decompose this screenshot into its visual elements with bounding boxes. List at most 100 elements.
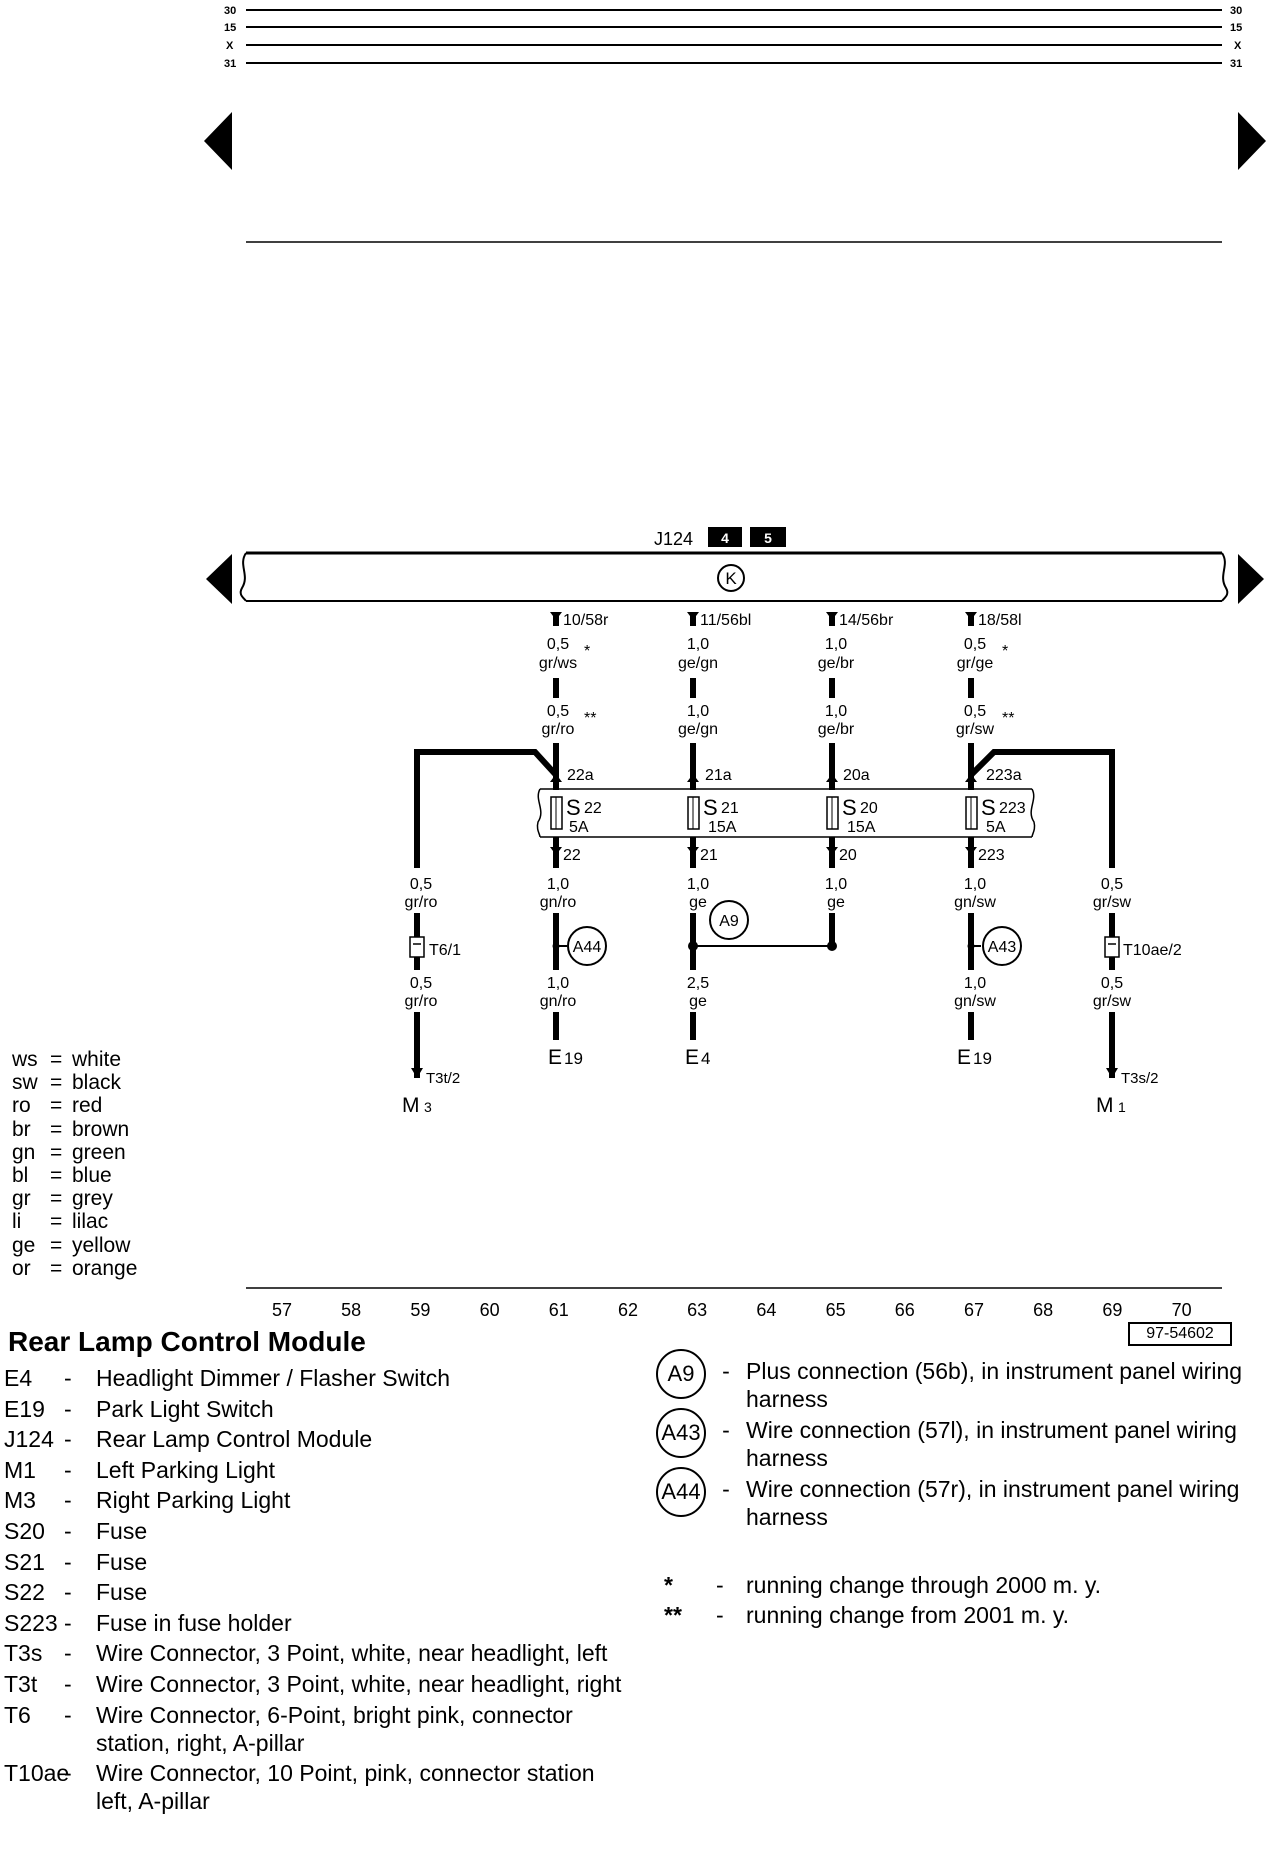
component-desc: Wire Connector, 10 Point, pink, connecto… [96,1760,595,1815]
component-desc: Fuse [96,1579,148,1606]
component-code: T3s [4,1640,43,1667]
a44-label: A44 [573,939,602,956]
ground-symbol-label: K [725,569,737,588]
pin-label-14: 14/56br [839,612,894,629]
connection-desc: Plus connection (56b), in instrument pan… [746,1358,1243,1412]
bus-label-15-left: 15 [224,22,236,34]
color-legend-row: gn=green [12,1141,192,1164]
component-code: J124 [4,1426,54,1453]
w1-up-gauge: 0,5 [547,636,569,653]
separator: - [64,1579,72,1606]
fuse-s22-amp: 5A [569,819,589,836]
w3-up-gauge: 1,0 [825,636,847,653]
page-ref-box-4 [708,527,742,547]
e19r-component: E [957,1046,971,1069]
bus-label-15-right: 15 [1230,22,1242,34]
m3-component-sub: 3 [424,1099,432,1115]
component-code: E19 [4,1395,45,1422]
color-abbr: br [12,1117,31,1141]
connection-row: A43-Wire connection (57l), in instrument… [656,1408,1256,1475]
color-abbr: gn [12,1140,36,1164]
e4-gauge-2: 2,5 [687,975,709,992]
a43-label: A43 [988,939,1017,956]
separator: - [64,1487,72,1514]
component-desc: Left Parking Light [96,1456,276,1483]
color-legend-row: sw=black [12,1071,192,1094]
pin-label-11: 11/56bl [700,612,751,629]
next-page-arrow-icon[interactable] [1238,112,1266,170]
fuse-inputs: 22a 21a 20a 223a [414,743,1115,868]
w3-low-color: ge/br [818,721,855,738]
prev-page-arrow-icon[interactable] [204,112,232,170]
bus-label-31-left: 31 [224,58,236,70]
m3-color-1: gr/ro [405,894,438,911]
component-row: S22-Fuse [4,1578,624,1606]
m1-color-2: gr/sw [1093,993,1132,1010]
w2-low-color: ge/gn [678,721,718,738]
separator: - [64,1548,72,1575]
control-module-bar: K [206,551,1264,604]
e19r-gauge-2: 1,0 [964,975,986,992]
component-code: T10ae [4,1760,70,1787]
component-desc: Fuse in fuse holder [96,1609,292,1636]
color-legend-row: bl=blue [12,1164,192,1187]
color-abbr: or [12,1256,31,1280]
note-desc: running change from 2001 m. y. [746,1602,1070,1628]
module-right-arrow-icon [1238,554,1264,604]
color-name: black [72,1071,122,1095]
equals-sign: = [50,1210,63,1234]
component-code: E4 [4,1365,33,1391]
e4-component: E [685,1046,699,1069]
separator: - [64,1701,72,1728]
w4-up-color: gr/ge [957,655,994,672]
module-left-arrow-icon [206,554,232,604]
column-number: 70 [1172,1300,1192,1320]
w1-up-mark: * [584,643,590,660]
m1-gauge-2: 0,5 [1101,975,1123,992]
equals-sign: = [50,1256,63,1280]
component-code: S21 [4,1548,45,1575]
color-abbr: ws [12,1048,38,1071]
w4-low-gauge: 0,5 [964,703,986,720]
reference-number: 97-54602 [1128,1322,1232,1346]
a9-connection-icon [709,900,749,940]
e19r-gauge-1: 1,0 [964,876,986,893]
note-row: *-running change through 2000 m. y. [656,1570,1256,1600]
component-row: M1-Left Parking Light [4,1456,624,1484]
w1-low-color: gr/ro [542,721,575,738]
component-desc: Wire Connector, 3 Point, white, near hea… [96,1640,608,1667]
color-legend-row: ge=yellow [12,1234,192,1257]
a9-label: A9 [719,913,739,930]
upper-wire-labels: 0,5 gr/ws * 0,5 gr/ro ** 1,0 ge/gn 1,0 g… [539,636,1015,738]
w4-low-color: gr/sw [956,721,995,738]
fuse-in-21a: 21a [705,767,732,784]
equals-sign: = [50,1071,63,1095]
connection-list: A9-Plus connection (56b), in instrument … [656,1349,1256,1534]
fuse-s20-amp: 15A [847,819,876,836]
note-mark: * [664,1572,673,1598]
w2-low-gauge: 1,0 [687,703,709,720]
fuse-s223-num: 223 [999,800,1026,817]
e19l-component-sub: 19 [564,1049,583,1068]
lower-wiring: 0,5 gr/ro T6/1 0,5 gr/ro T3t/2 M 3 1,0 g… [402,876,1182,1117]
component-row: T3t-Wire Connector, 3 Point, white, near… [4,1670,624,1698]
column-number: 63 [687,1300,707,1320]
separator: - [64,1365,72,1391]
component-code: S223 [4,1609,58,1636]
separator: - [716,1602,724,1628]
equals-sign: = [50,1094,63,1118]
component-row: T6-Wire Connector, 6-Point, bright pink,… [4,1701,624,1757]
component-desc: Wire Connector, 3 Point, white, near hea… [96,1670,622,1697]
e19l-component: E [548,1046,562,1069]
equals-sign: = [50,1048,63,1071]
column-number: 66 [895,1300,915,1320]
w4-low-mark: ** [1002,710,1014,727]
m3-pin-label: T3t/2 [426,1070,460,1087]
connection-row: A44-Wire connection (57r), in instrument… [656,1467,1256,1534]
connection-desc: Wire connection (57r), in instrument pan… [746,1476,1240,1530]
e19r-color-2: gn/sw [954,993,996,1010]
color-abbr: ge [12,1233,36,1257]
color-name: orange [72,1256,138,1280]
component-desc: Wire Connector, 6-Point, bright pink, co… [96,1701,573,1756]
